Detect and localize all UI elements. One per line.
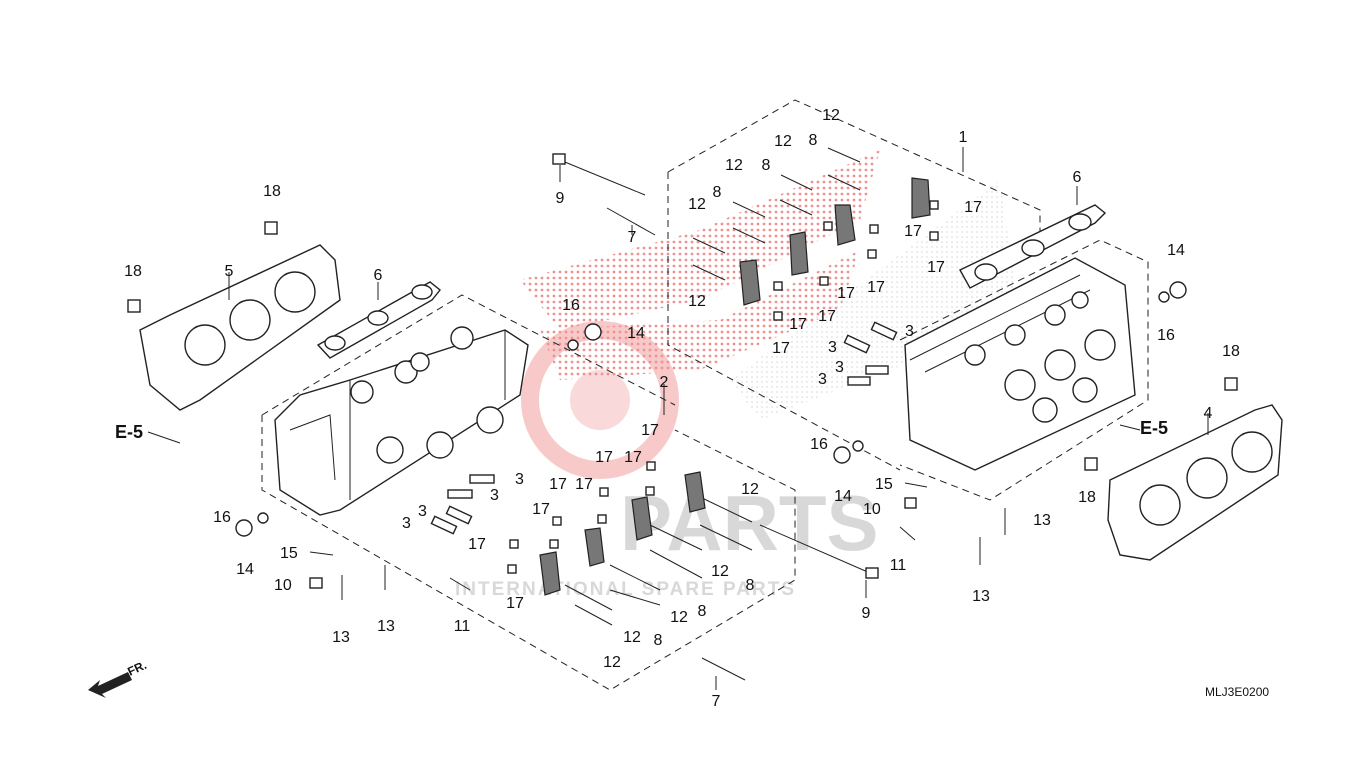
left-head-gasket [139, 244, 341, 411]
right-head-gasket [1107, 404, 1283, 561]
callout-1: 1 [959, 129, 968, 146]
watermark-tagline: INTERNATIONAL SPARE PARTS [455, 579, 796, 600]
callout-10: 10 [863, 501, 881, 518]
callout-14: 14 [236, 561, 254, 578]
callout-17: 17 [549, 476, 567, 493]
callout-17: 17 [867, 279, 885, 296]
callout-18: 18 [124, 263, 142, 280]
exhaust-gasket-right [959, 204, 1107, 289]
right-cylinder-head [904, 257, 1136, 471]
callout-12: 12 [603, 654, 621, 671]
callout-8: 8 [654, 632, 663, 649]
callout-16: 16 [562, 297, 580, 314]
left-cylinder-head [274, 326, 529, 516]
callout-12: 12 [623, 629, 641, 646]
callout-13: 13 [377, 618, 395, 635]
callout-11: 11 [454, 618, 471, 635]
callout-12: 12 [670, 609, 688, 626]
watermark-main: PARTS [620, 479, 879, 567]
callout-4: 4 [1204, 405, 1213, 422]
callout-17: 17 [927, 259, 945, 276]
callout-7: 7 [628, 229, 637, 246]
callout-15: 15 [875, 476, 893, 493]
fasteners [127, 147, 1238, 681]
callout-13: 13 [332, 629, 350, 646]
callout-8: 8 [713, 184, 722, 201]
callout-14: 14 [627, 325, 645, 342]
callout-18: 18 [263, 183, 281, 200]
callout-2: 2 [660, 374, 669, 391]
callout-12: 12 [822, 107, 840, 124]
callout-15: 15 [280, 545, 298, 562]
assembly-box-right [667, 99, 1149, 501]
callout-9: 9 [556, 190, 565, 207]
callout-18: 18 [1222, 343, 1240, 360]
callout-12: 12 [774, 133, 792, 150]
front-direction-arrow: FR. [88, 658, 149, 698]
callout-17: 17 [789, 316, 807, 333]
callout-12: 12 [741, 481, 759, 498]
leader-lines [147, 147, 1209, 690]
callout-labels: 1 2 3 3 3 3 3 3 3 3 4 5 6 6 7 7 8 8 8 8 … [124, 107, 1240, 710]
exhaust-gasket-left [316, 281, 441, 359]
callout-17: 17 [532, 501, 550, 518]
callout-17: 17 [964, 199, 982, 216]
ref-e5-left: E-5 [115, 422, 143, 442]
callout-13: 13 [972, 588, 990, 605]
callout-10: 10 [274, 577, 292, 594]
callout-17: 17 [595, 449, 613, 466]
callout-3: 3 [835, 359, 844, 376]
callout-14: 14 [1167, 242, 1185, 259]
callout-8: 8 [809, 132, 818, 149]
callout-13: 13 [1033, 512, 1051, 529]
callout-17: 17 [772, 340, 790, 357]
callout-16: 16 [810, 436, 828, 453]
callout-16: 16 [213, 509, 231, 526]
callout-12: 12 [688, 293, 706, 310]
assembly-box-left [261, 294, 796, 691]
callout-7: 7 [712, 693, 721, 710]
callout-3: 3 [828, 339, 837, 356]
callout-11: 11 [890, 557, 907, 574]
callout-17: 17 [904, 223, 922, 240]
callout-6: 6 [374, 267, 383, 284]
callout-17: 17 [624, 449, 642, 466]
callout-12: 12 [688, 196, 706, 213]
callout-3: 3 [905, 323, 914, 340]
callout-3: 3 [515, 471, 524, 488]
callout-17: 17 [818, 308, 836, 325]
callout-17: 17 [837, 285, 855, 302]
callout-12: 12 [725, 157, 743, 174]
diagram-code: MLJ3E0200 [1205, 685, 1269, 699]
callout-17: 17 [641, 422, 659, 439]
callout-3: 3 [818, 371, 827, 388]
callout-17: 17 [575, 476, 593, 493]
callout-8: 8 [746, 577, 755, 594]
callout-8: 8 [762, 157, 771, 174]
callout-14: 14 [834, 488, 852, 505]
callout-9: 9 [862, 605, 871, 622]
callout-18-right: 18 [1078, 489, 1096, 506]
callout-5: 5 [225, 263, 234, 280]
callout-6: 6 [1073, 169, 1082, 186]
callout-12: 12 [711, 563, 729, 580]
callout-17: 17 [468, 536, 486, 553]
callout-16: 16 [1157, 327, 1175, 344]
callout-17: 17 [506, 595, 524, 612]
callout-8: 8 [698, 603, 707, 620]
ref-e5-right: E-5 [1140, 418, 1168, 438]
callout-3: 3 [490, 487, 499, 504]
front-label: FR. [125, 658, 148, 679]
callout-3: 3 [418, 503, 427, 520]
callout-3: 3 [402, 515, 411, 532]
